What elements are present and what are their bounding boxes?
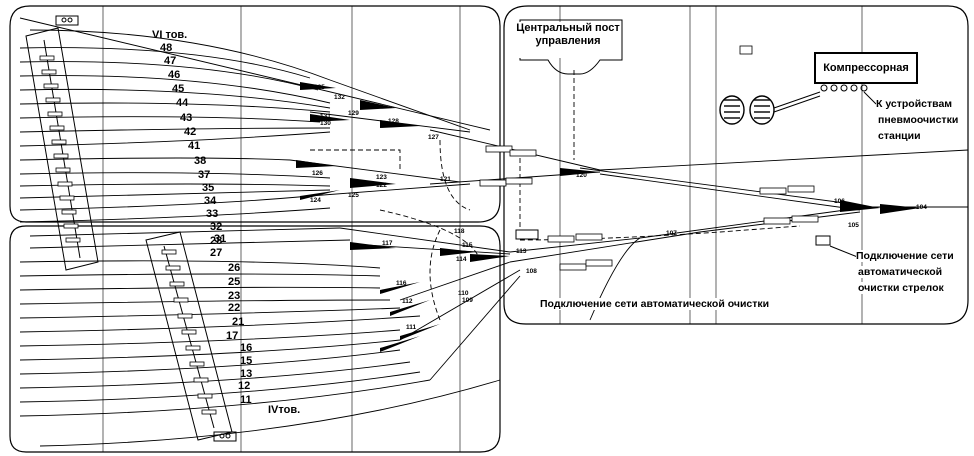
track-label-27: 27 bbox=[210, 247, 223, 259]
switch-115: 115 bbox=[462, 242, 473, 249]
switch-135: 135 bbox=[314, 84, 325, 91]
switch-131: 131 bbox=[320, 113, 331, 120]
track-label-23: 23 bbox=[228, 290, 241, 302]
track-label-11: 11 bbox=[240, 394, 252, 406]
caption-network-switches-3: очистки стрелок bbox=[858, 282, 944, 294]
switch-116: 116 bbox=[396, 280, 407, 287]
track-label-21: 21 bbox=[232, 316, 245, 328]
track-label-45: 45 bbox=[172, 83, 185, 95]
caption-to-devices-2: пневмоочистки bbox=[878, 114, 959, 126]
caption-to-devices-1: К устройствам bbox=[876, 98, 953, 110]
valve-blocks bbox=[479, 45, 819, 271]
switch-127: 127 bbox=[428, 134, 439, 141]
track-label-42: 42 bbox=[184, 126, 197, 138]
switch-108: 108 bbox=[526, 268, 537, 275]
switch-110: 110 bbox=[458, 290, 469, 297]
switch-130: 130 bbox=[320, 120, 331, 127]
track-label-46: 46 bbox=[168, 69, 181, 81]
compressor-label: Компрессорная bbox=[814, 52, 918, 84]
switch-114: 114 bbox=[456, 256, 467, 263]
switch-frogs bbox=[296, 82, 920, 352]
switch-132: 132 bbox=[334, 94, 345, 101]
track-label-41: 41 bbox=[188, 140, 201, 152]
control-post-label: Центральный пост управления bbox=[516, 22, 620, 58]
switch-121: 121 bbox=[440, 176, 451, 183]
switch-109: 109 bbox=[462, 297, 473, 304]
switch-124: 124 bbox=[310, 197, 321, 204]
track-label-16: 16 bbox=[240, 342, 253, 354]
switch-123: 123 bbox=[376, 174, 387, 181]
track-label-VIтов: VI тов. bbox=[152, 29, 188, 41]
switch-126: 126 bbox=[312, 170, 323, 177]
caption-network-auto: Подключение сети автоматической очистки bbox=[540, 298, 770, 310]
switch-125: 125 bbox=[348, 192, 359, 199]
track-label-17: 17 bbox=[226, 330, 239, 342]
track-label-13: 13 bbox=[240, 368, 253, 380]
switch-106: 106 bbox=[834, 198, 845, 205]
switch-128: 128 bbox=[388, 118, 399, 125]
lower-fan-tracks bbox=[19, 207, 861, 447]
track-label-37: 37 bbox=[198, 169, 211, 181]
switch-105: 105 bbox=[848, 222, 859, 229]
track-label-26: 26 bbox=[228, 262, 241, 274]
track-label-44: 44 bbox=[176, 97, 189, 109]
switch-104: 104 bbox=[916, 204, 927, 211]
switch-107: 107 bbox=[666, 230, 677, 237]
track-label-47: 47 bbox=[164, 55, 177, 67]
caption-to-devices-3: станции bbox=[878, 130, 921, 142]
switch-112: 112 bbox=[402, 298, 413, 305]
track-label-35: 35 bbox=[202, 182, 215, 194]
zone-upper-left bbox=[9, 5, 501, 223]
compressor-receivers bbox=[719, 95, 775, 125]
track-label-15: 15 bbox=[240, 355, 253, 367]
track-label-33: 33 bbox=[206, 208, 219, 220]
switch-118: 118 bbox=[454, 228, 465, 235]
track-label-48: 48 bbox=[160, 42, 173, 54]
switch-120: 120 bbox=[576, 172, 587, 179]
track-label-IVтов: IVтов. bbox=[268, 404, 301, 416]
track-label-34: 34 bbox=[204, 195, 217, 207]
switch-111: 111 bbox=[406, 324, 417, 331]
track-label-31: 31 bbox=[214, 233, 227, 245]
connector-symbols bbox=[55, 15, 831, 442]
track-label-12: 12 bbox=[238, 380, 251, 392]
track-label-28: 28 bbox=[210, 235, 223, 247]
switch-117: 117 bbox=[382, 240, 393, 247]
upper-fan-tracks bbox=[19, 17, 969, 249]
track-label-43: 43 bbox=[180, 112, 193, 124]
caption-network-switches-1: Подключение сети bbox=[856, 250, 954, 262]
caption-network-switches-2: автоматической bbox=[858, 266, 943, 278]
track-label-32: 32 bbox=[210, 221, 223, 233]
switch-129: 129 bbox=[348, 110, 359, 117]
switch-113: 113 bbox=[516, 248, 527, 255]
switch-122: 122 bbox=[376, 182, 387, 189]
track-label-38: 38 bbox=[194, 155, 207, 167]
zone-right bbox=[503, 5, 969, 325]
zone-lower-left bbox=[9, 225, 501, 453]
track-label-22: 22 bbox=[228, 302, 241, 314]
track-label-25: 25 bbox=[228, 276, 241, 288]
air-collector-upper bbox=[25, 27, 99, 271]
